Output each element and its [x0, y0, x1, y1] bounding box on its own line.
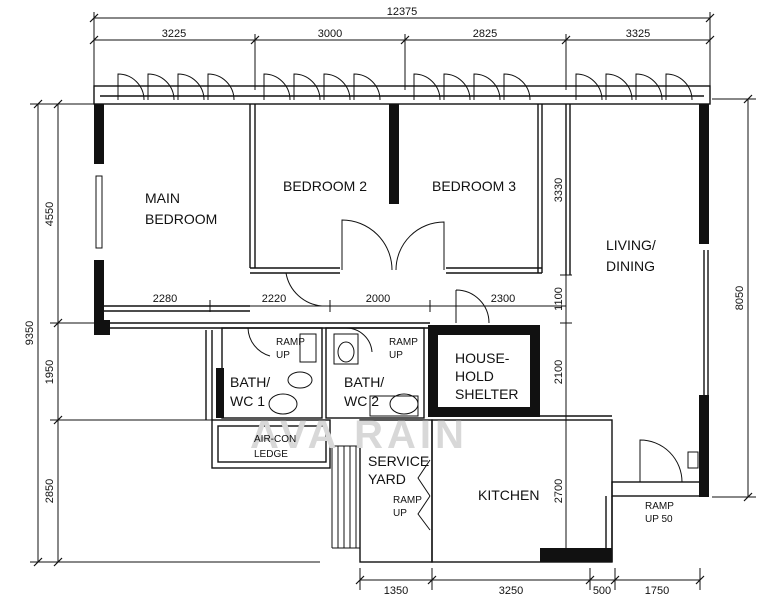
ramp-bath1-line1: RAMP [276, 337, 305, 348]
dim-bottom-2: 3250 [499, 585, 523, 597]
dim-bottom-1: 1350 [384, 585, 408, 597]
thin-walls [93, 85, 711, 563]
ramp-entrance-line1: RAMP [645, 501, 674, 512]
room-bedroom-2: BEDROOM 2 [283, 178, 367, 194]
dim-left-2: 1950 [44, 360, 56, 384]
room-main-bedroom-line1: MAIN [145, 190, 180, 206]
dim-bottom-3: 500 [593, 585, 611, 597]
dimension-lines [30, 12, 756, 590]
dim-top-1: 3225 [162, 28, 186, 40]
dim-vert-2: 1100 [553, 287, 565, 311]
dim-vert-3: 2100 [553, 360, 565, 384]
room-bath1-line1: BATH/ [230, 374, 270, 390]
dimension-ticks [33, 13, 753, 585]
room-shelter-line1: HOUSE- [455, 350, 510, 366]
watermark: AVA RAIN [250, 413, 468, 457]
dim-interior-3: 2000 [366, 293, 390, 305]
room-bath2-line1: BATH/ [344, 374, 384, 390]
dim-interior-4: 2300 [491, 293, 515, 305]
ramp-service-line2: UP [393, 508, 407, 519]
room-living-line1: LIVING/ [606, 237, 656, 253]
ramp-service-line1: RAMP [393, 495, 422, 506]
room-shelter-line2: HOLD [455, 368, 494, 384]
dim-top-3: 2825 [473, 28, 497, 40]
room-bedroom-3: BEDROOM 3 [432, 178, 516, 194]
ramp-bath1-line2: UP [276, 350, 290, 361]
dim-vert-1: 3330 [553, 178, 565, 202]
room-aircon-line1: AIR-CON [254, 434, 296, 445]
dim-left-3: 2850 [44, 479, 56, 503]
room-bath1-line2: WC 1 [230, 393, 265, 409]
ramp-bath2-line2: UP [389, 350, 403, 361]
door-swings [247, 219, 683, 531]
room-main-bedroom-line2: BEDROOM [145, 211, 217, 227]
fixture-box [687, 451, 699, 469]
dim-interior-2: 2220 [262, 293, 286, 305]
dim-interior-1: 2280 [153, 293, 177, 305]
room-living-line2: DINING [606, 258, 655, 274]
room-service-line1: SERVICE [368, 453, 429, 469]
room-kitchen: KITCHEN [478, 487, 539, 503]
dim-top-4: 3325 [626, 28, 650, 40]
dim-left-overall: 9350 [24, 321, 36, 345]
dim-bottom-4: 1750 [645, 585, 669, 597]
room-bath2-line2: WC 2 [344, 393, 379, 409]
side-window [95, 175, 103, 249]
top-windows [117, 73, 693, 101]
dim-right-overall: 8050 [734, 286, 746, 310]
room-aircon-line2: LEDGE [254, 449, 288, 460]
dim-top-2: 3000 [318, 28, 342, 40]
ramp-bath2-line1: RAMP [389, 337, 418, 348]
ramp-entrance-line2: UP 50 [645, 514, 673, 525]
dim-vert-4: 2700 [553, 479, 565, 503]
dim-left-1: 4550 [44, 202, 56, 226]
room-service-line2: YARD [368, 471, 406, 487]
steps [331, 445, 360, 549]
bath-fixtures [268, 333, 419, 417]
thick-walls [94, 104, 709, 562]
room-shelter-line3: SHELTER [455, 386, 519, 402]
dim-overall-width: 12375 [387, 6, 418, 18]
